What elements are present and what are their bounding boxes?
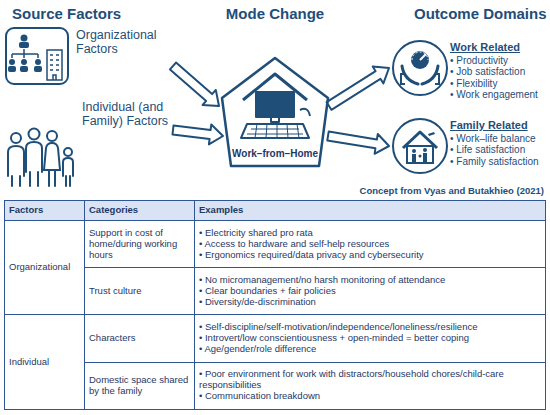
- table-cell: Characters: [85, 315, 195, 362]
- node-item: • Productivity: [450, 55, 546, 67]
- block-arrow: [170, 63, 219, 106]
- example-item: • Ergonomics required/data privacy and c…: [199, 250, 541, 261]
- family-home-icon: [393, 119, 447, 173]
- block-arrow: [327, 67, 389, 110]
- source-caption: Concept from Vyas and Butakhieo (2021): [360, 185, 544, 196]
- example-item: • Introvert/low conscientiousness + open…: [199, 333, 541, 344]
- outcome-node: Work Related• Productivity• Job satisfac…: [392, 40, 546, 106]
- node-item: • Life satisfaction: [450, 144, 546, 156]
- table-row: Domestic space shared by the family • Poo…: [5, 362, 546, 409]
- node-item: • Work engagement: [450, 89, 546, 101]
- example-item: • Age/gender/role difference: [199, 344, 541, 355]
- text-column: Family Related• Work–life balance• Life …: [450, 119, 546, 167]
- node-item: • Flexibility: [450, 78, 546, 90]
- outcome-node: Family Related• Work–life balance• Life …: [392, 118, 546, 182]
- node-heading: Work Related: [450, 41, 546, 55]
- node-heading: Organizational Factors: [76, 28, 171, 57]
- text-column: Organizational Factors: [76, 28, 171, 57]
- column-header: Examples: [199, 205, 541, 216]
- factor-table: FactorsCategoriesExamplesOrganizationalS…: [4, 200, 546, 410]
- node-heading: Family Related: [450, 119, 546, 133]
- example-item: • Self-discipline/self-motivation/indepe…: [199, 322, 541, 333]
- work-icon: [393, 41, 447, 95]
- table-cell: Organizational: [5, 220, 85, 315]
- header-cell: Examples: [195, 201, 546, 221]
- table-cell: • Self-discipline/self-motivation/indepe…: [195, 315, 546, 362]
- home-office-icon: [241, 74, 310, 138]
- category-text: Characters: [89, 333, 190, 344]
- table-cell: Trust culture: [85, 268, 195, 315]
- table-grid: FactorsCategoriesExamplesOrganizationalS…: [4, 200, 546, 410]
- column-heading: Source Factors: [12, 5, 121, 22]
- mode-pentagon: Work–from–Home: [220, 56, 330, 168]
- table-cell: • No micromanagement/no harsh monitoring…: [195, 268, 546, 315]
- table-row: Trust culture • No micromanagement/no har…: [5, 268, 546, 315]
- column-heading: Outcome Domains: [414, 5, 547, 22]
- table-cell: • Poor environment for work with distrac…: [195, 362, 546, 409]
- text-column: Individual (and Family) Factors: [82, 100, 171, 129]
- organization-icon: [6, 28, 68, 84]
- family-icon: [8, 129, 73, 187]
- node-heading: Work–from–Home: [220, 148, 330, 159]
- category-text: Individual: [9, 357, 80, 368]
- table-row: Factors Categories Examples: [5, 201, 546, 221]
- block-arrow: [173, 125, 224, 145]
- text-column: Work–from–Home: [220, 148, 330, 159]
- example-item: • Access to hardware and self-help resou…: [199, 239, 541, 250]
- table-cell: Support in cost of home/during working h…: [85, 220, 195, 267]
- table-cell: • Electricity shared pro rata• Access to…: [195, 220, 546, 267]
- node-item: • Family satisfaction: [450, 156, 546, 168]
- example-item: • Poor environment for work with distrac…: [199, 369, 541, 391]
- category-text: Trust culture: [89, 286, 190, 297]
- column-heading: Mode Change: [226, 5, 324, 22]
- example-item: • Electricity shared pro rata: [199, 228, 541, 239]
- block-arrow: [327, 132, 389, 154]
- header-cell: Categories: [85, 201, 195, 221]
- category-text: Support in cost of home/during working h…: [89, 228, 190, 261]
- example-item: • Communication breakdown: [199, 391, 541, 402]
- node-item: • Job satisfaction: [450, 66, 546, 78]
- node-item: • Work–life balance: [450, 133, 546, 145]
- table-row: IndividualCharacters• Self-discipline/se…: [5, 315, 546, 362]
- category-text: Organizational: [9, 262, 80, 273]
- column-header: Factors: [9, 205, 80, 216]
- table-row: OrganizationalSupport in cost of home/du…: [5, 220, 546, 267]
- table-cell: Individual: [5, 315, 85, 410]
- column-header: Categories: [89, 205, 190, 216]
- header-cell: Factors: [5, 201, 85, 221]
- text-column: Work Related• Productivity• Job satisfac…: [450, 41, 546, 101]
- example-item: • No micromanagement/no harsh monitoring…: [199, 275, 541, 286]
- table-cell: Domestic space shared by the family: [85, 362, 195, 409]
- example-item: • Clear boundaries + fair policies: [199, 286, 541, 297]
- factor-node: Organizational Factors: [6, 26, 171, 90]
- example-item: • Diversity/de-discrimination: [199, 297, 541, 308]
- category-text: Domestic space shared by the family: [89, 375, 190, 397]
- node-heading: Individual (and Family) Factors: [82, 100, 171, 129]
- factor-node: Individual (and Family) Factors: [6, 100, 171, 188]
